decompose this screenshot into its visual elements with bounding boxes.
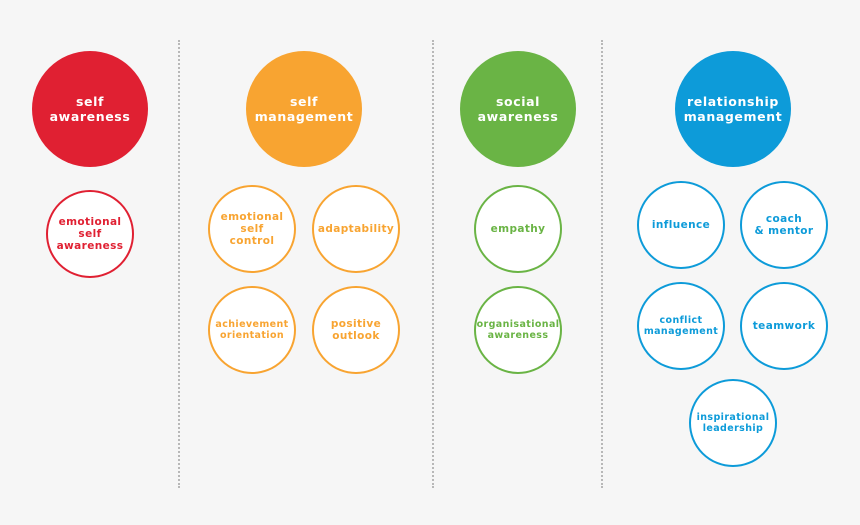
competency-emotional-self-control: emotional self control xyxy=(208,185,296,273)
heading-social-awareness: social awareness xyxy=(460,51,576,167)
competency-organisational-awareness: organisational awareness xyxy=(474,286,562,374)
competency-conflict-management: conflict management xyxy=(637,282,725,370)
competency-positive-outlook: positive outlook xyxy=(312,286,400,374)
competency-achievement-orientation: achievement orientation xyxy=(208,286,296,374)
competency-adaptability: adaptability xyxy=(312,185,400,273)
competency-teamwork: teamwork xyxy=(740,282,828,370)
competency-empathy: empathy xyxy=(474,185,562,273)
heading-self-management: self management xyxy=(246,51,362,167)
divider-3 xyxy=(601,40,603,488)
divider-2 xyxy=(432,40,434,488)
divider-1 xyxy=(178,40,180,488)
competency-influence: influence xyxy=(637,181,725,269)
heading-self-awareness: self awareness xyxy=(32,51,148,167)
competency-coach-mentor: coach & mentor xyxy=(740,181,828,269)
competency-emotional-self-awareness: emotional self awareness xyxy=(46,190,134,278)
competency-inspirational-leadership: inspirational leadership xyxy=(689,379,777,467)
heading-relationship-management: relationship management xyxy=(675,51,791,167)
